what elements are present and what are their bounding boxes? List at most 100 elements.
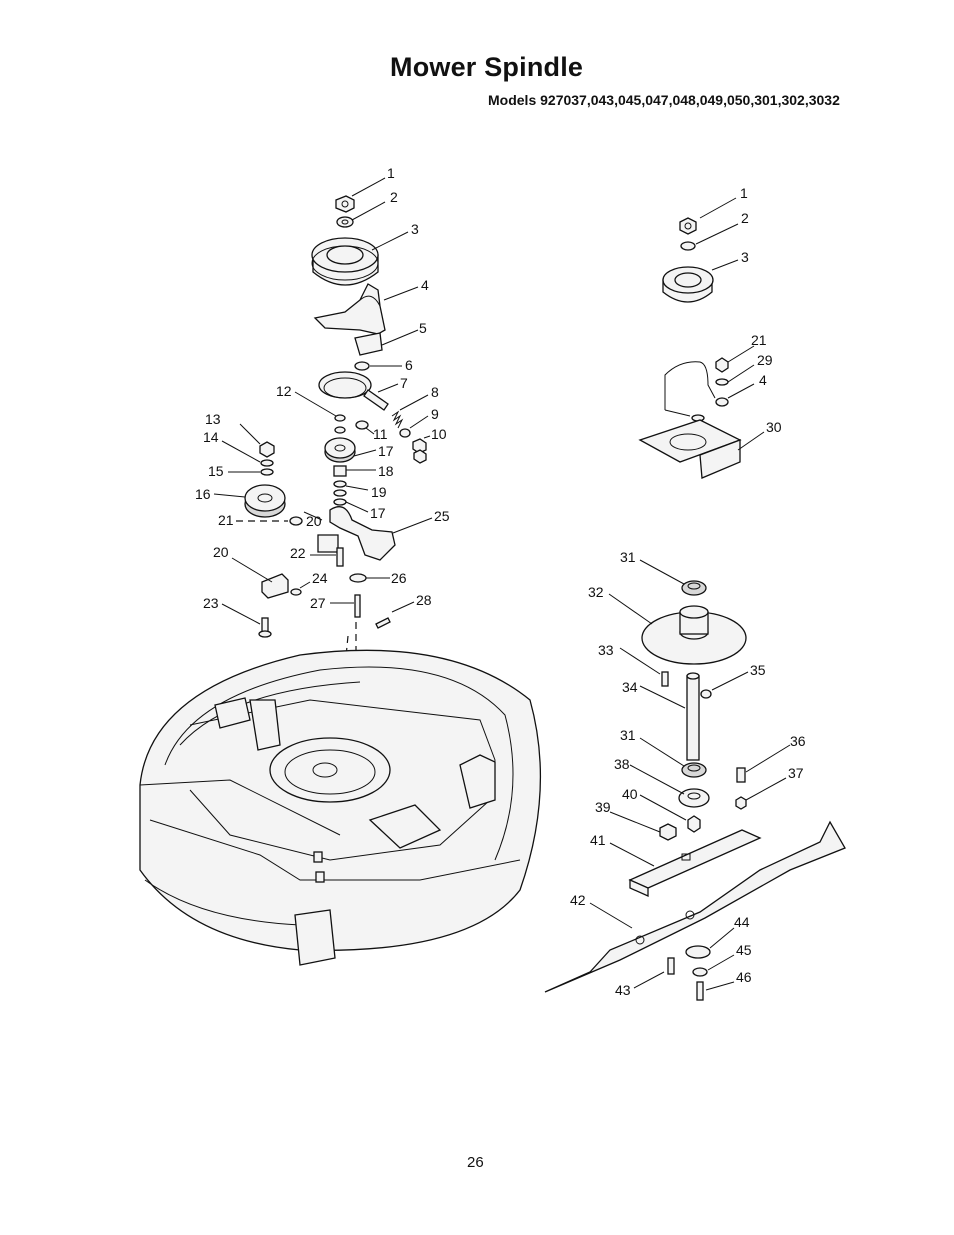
callout-label: 10 [431,426,447,442]
callout-label: 3 [411,221,419,237]
page-title: Mower Spindle [390,52,584,82]
bracket-5 [354,332,383,356]
callout-label: 16 [195,486,211,502]
callout-label: 31 [620,549,636,565]
nut-r21 [715,357,729,373]
callout-label: 13 [205,411,221,427]
callout-label: 41 [590,832,606,848]
bracket-r30 [638,419,742,479]
callout-label: 31 [620,727,636,743]
callout-label: 8 [431,384,439,400]
callout-label: 24 [312,570,328,586]
callout-label: 2 [741,210,749,226]
shaft-34 [686,672,700,761]
bracket-20b [261,573,289,599]
mower-deck [139,649,542,966]
housing-32 [641,605,747,665]
callout-label: 14 [203,429,219,445]
callout-label: 20 [306,513,322,529]
bolt-22 [336,547,344,567]
idler-arm-25 [329,506,396,561]
callout-label: 9 [431,406,439,422]
callout-label: 7 [400,375,408,391]
pin-28 [375,617,391,629]
callout-label: 12 [276,383,292,399]
callout-label: 1 [387,165,395,181]
callout-label: 1 [740,185,748,201]
washer-11 [355,420,369,430]
callout-label: 21 [751,332,767,348]
washer-19 [333,480,347,488]
callout-label: 29 [757,352,773,368]
callout-label: 46 [736,969,752,985]
callout-label: 3 [741,249,749,265]
washer-12 [334,414,346,422]
key-35 [700,689,712,699]
callout-label: 28 [416,592,432,608]
right-lower-assembly [544,559,846,1001]
pulley-16 [244,484,286,518]
callout-label: 5 [419,320,427,336]
washer-r2 [680,241,696,251]
nut-37 [735,796,747,810]
nut-1 [335,195,355,213]
bolt-23 [258,617,272,638]
blade-42 [544,820,846,993]
callout-label: 36 [790,733,806,749]
callout-label: 17 [370,505,386,521]
callout-label: 40 [622,786,638,802]
adapter-41 [628,829,762,898]
left-assembly [213,177,433,792]
pin-27 [354,594,361,618]
bolt-46 [696,981,704,1001]
bolt-36 [736,767,746,783]
washer-26 [349,573,367,583]
callout-label: 19 [371,484,387,500]
callout-label: 30 [766,419,782,435]
callout-label: 37 [788,765,804,781]
washer-14 [260,459,274,467]
nut-10 [412,438,427,454]
callout-label: 45 [736,942,752,958]
callout-label: 2 [390,189,398,205]
washer-15 [260,468,274,476]
callout-label: 17 [378,443,394,459]
right-callouts: 1 2 3 21 29 4 30 31 32 33 34 35 31 36 37… [570,185,806,998]
callout-label: 22 [290,545,306,561]
bearing-31 [681,580,707,596]
bracket-4 [313,283,386,335]
bolt-43 [667,957,675,975]
callout-label: 25 [434,508,450,524]
spacer-18 [333,465,347,477]
callout-label: 23 [203,595,219,611]
callout-label: 26 [391,570,407,586]
washer-2 [336,216,354,228]
page-subtitle: Models 927037,043,045,047,048,049,050,30… [488,92,840,108]
callout-label: 32 [588,584,604,600]
callout-label: 11 [373,426,388,442]
callout-label: 39 [595,799,611,815]
washer-6 [354,361,370,371]
pulley-3 [311,237,379,286]
callout-label: 42 [570,892,586,908]
nut-39 [687,815,701,833]
bracket-20 [317,534,339,553]
page-number: 26 [467,1154,484,1171]
callout-label: 21 [218,512,234,528]
callout-label: 43 [615,982,631,998]
callout-label: 15 [208,463,224,479]
callout-label: 20 [213,544,229,560]
washer-44 [685,945,711,959]
washer-r29 [715,378,729,386]
callout-label: 6 [405,357,413,373]
nut-13 [259,441,275,458]
nut-21 [289,516,303,526]
pulley-r3 [662,266,714,303]
callout-label: 44 [734,914,750,930]
rod-r4 [664,361,716,410]
callout-label: 38 [614,756,630,772]
bolt-33 [661,671,669,687]
nut-r1 [679,217,697,235]
bearing-40 [678,788,710,808]
